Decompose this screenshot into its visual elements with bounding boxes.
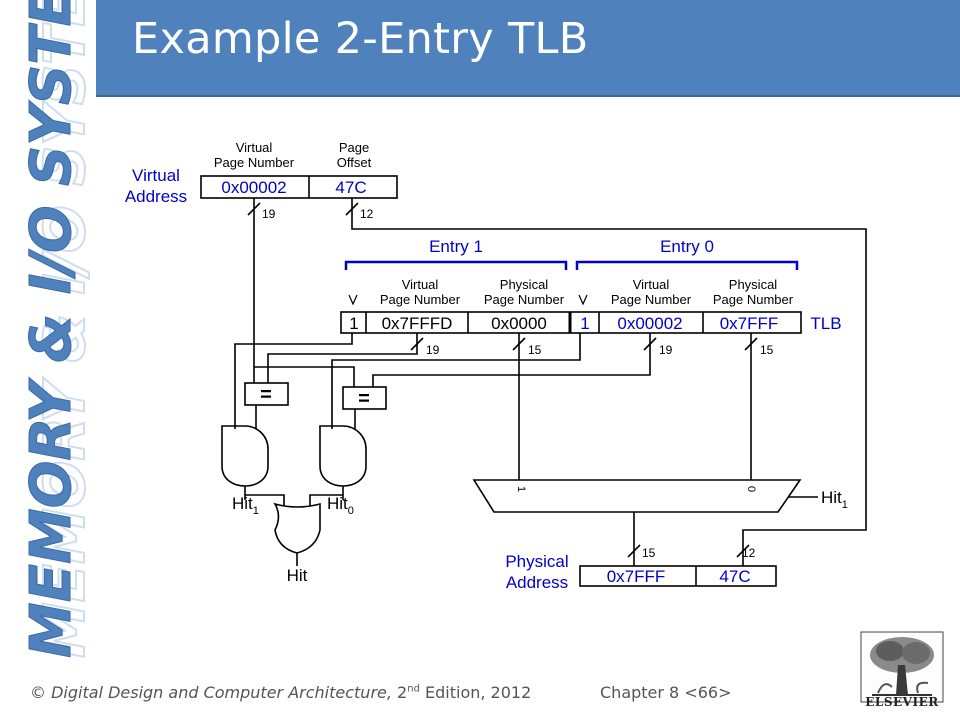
hit1-sub: 1 <box>253 505 259 517</box>
comparator-entry0 <box>342 386 387 410</box>
edition: 2nd Edition, 2012 <box>397 683 532 702</box>
tlb-diagram: Virtual Page Number Page Offset Virtual … <box>125 140 867 592</box>
comparator-entry0-symbol: = <box>358 388 370 410</box>
publisher-name: ELSEVIER <box>865 695 939 709</box>
entry1-vpn-header-1: Virtual <box>402 277 439 292</box>
entry0-brace <box>575 260 799 270</box>
entry0-vpn-header-1: Virtual <box>633 277 670 292</box>
entry0-valid: 1 <box>580 314 589 333</box>
footer-citation: © Digital Design and Computer Architectu… <box>30 683 531 702</box>
book-title: Digital Design and Computer Architecture… <box>51 683 392 702</box>
entry1-vpn-header-2: Page Number <box>380 292 461 307</box>
entry0-ppn-header-1: Physical <box>729 277 778 292</box>
entry1-ppn-header-2: Page Number <box>484 292 565 307</box>
mux-select-label: Hit1 <box>821 488 848 511</box>
chapter-page-number: Chapter 8 <66> <box>600 683 732 702</box>
mux-input0-label: 0 <box>745 486 757 492</box>
entry0-ppn-bits: 15 <box>760 343 774 357</box>
or-gate <box>273 502 321 554</box>
side-banner: MEMORY & I/O SYSTEMS MEMORY & I/O SYSTEM… <box>19 0 100 659</box>
tlb-label: TLB <box>810 314 841 333</box>
elsevier-tree-logo <box>860 631 944 703</box>
virtual-address-register <box>200 175 398 199</box>
mux-input1-label: 1 <box>515 486 527 492</box>
physical-address-register <box>579 565 777 587</box>
hit0-label: Hit0 <box>327 494 354 517</box>
virtual-address-label-1: Virtual <box>132 166 180 185</box>
va-offset-header-2: Offset <box>337 155 372 170</box>
entry0-vpn-bits: 19 <box>659 343 673 357</box>
side-banner-text: MEMORY & I/O SYSTEMS <box>19 0 84 658</box>
mux-select-sub: 1 <box>842 499 848 511</box>
side-banner-shadow: MEMORY & I/O SYSTEMS <box>33 0 98 658</box>
pa-offset-value: 47C <box>719 567 750 586</box>
va-vpn-value: 0x00002 <box>221 178 286 197</box>
va-offset-value: 47C <box>335 178 366 197</box>
pa-ppn-value: 0x7FFF <box>607 567 666 586</box>
entry0-ppn: 0x7FFF <box>720 314 779 333</box>
va-offset-bits: 12 <box>360 207 374 221</box>
hit-output-label: Hit <box>287 566 308 585</box>
entry0-vpn: 0x00002 <box>617 314 682 333</box>
va-vpn-header-2: Page Number <box>214 155 295 170</box>
comparator-entry1-symbol: = <box>260 384 272 406</box>
entry1-ppn-header-1: Physical <box>500 277 549 292</box>
entry1-valid: 1 <box>349 314 358 333</box>
entry1-brace <box>344 260 568 270</box>
entry0-ppn-header-2: Page Number <box>713 292 794 307</box>
slide-title: Example 2-Entry TLB <box>132 14 589 64</box>
pa-offset-bits: 12 <box>742 546 756 560</box>
entry1-vpn-bits: 19 <box>426 343 440 357</box>
comparator-entry1 <box>244 382 289 406</box>
tlb-multiplexer <box>472 479 802 513</box>
va-vpn-header-1: Virtual <box>236 140 273 155</box>
title-bar: Example 2-Entry TLB <box>96 0 960 97</box>
entry1-label: Entry 1 <box>429 237 483 256</box>
hit1-label: Hit1 <box>232 494 259 517</box>
virtual-address-label-2: Address <box>125 187 187 206</box>
entry0-label: Entry 0 <box>660 237 714 256</box>
entry1-vpn: 0x7FFFD <box>382 314 453 333</box>
copyright-symbol: © <box>30 683 46 702</box>
va-offset-header-1: Page <box>339 140 369 155</box>
pa-ppn-bits: 15 <box>642 546 656 560</box>
va-vpn-bits: 19 <box>262 207 276 221</box>
hit0-sub: 0 <box>348 505 354 517</box>
and-gate-0 <box>319 425 367 487</box>
entry1-ppn-bits: 15 <box>528 343 542 357</box>
physical-address-label-2: Address <box>506 573 568 592</box>
entry1-ppn: 0x0000 <box>491 314 547 333</box>
entry0-vpn-header-2: Page Number <box>611 292 692 307</box>
and-gate-1 <box>221 425 269 487</box>
physical-address-label-1: Physical <box>505 552 568 571</box>
